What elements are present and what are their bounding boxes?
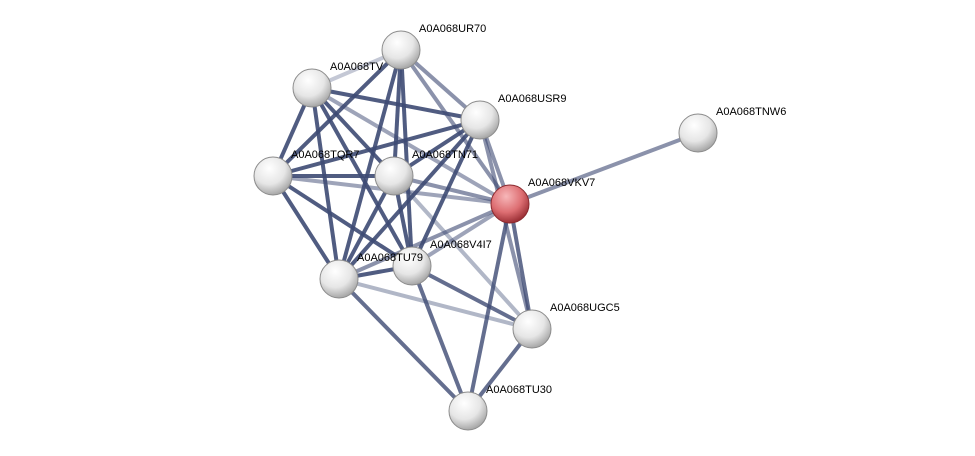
node-tnw6[interactable] bbox=[678, 113, 718, 153]
node-tv[interactable] bbox=[292, 68, 332, 108]
edge-tn71-vkv7[interactable] bbox=[393, 174, 511, 206]
edge-tqr7-tu79[interactable] bbox=[271, 174, 341, 281]
node-tu79[interactable] bbox=[319, 259, 359, 299]
edge-tqr7-v4i7[interactable] bbox=[271, 174, 414, 268]
node-ur70[interactable] bbox=[381, 30, 421, 70]
node-label-tqr7: A0A068TQR7 bbox=[291, 149, 359, 161]
edge-tv-tn71[interactable] bbox=[310, 86, 396, 178]
edge-ur70-v4i7[interactable] bbox=[399, 49, 414, 267]
edge-usr9-tu79[interactable] bbox=[337, 118, 482, 281]
node-label-tnw6: A0A068TNW6 bbox=[716, 106, 786, 118]
node-label-ur70: A0A068UR70 bbox=[419, 23, 486, 35]
node-usr9[interactable] bbox=[460, 100, 500, 140]
edge-v4i7-ugc5[interactable] bbox=[411, 264, 533, 331]
node-label-tv: A0A068TV bbox=[330, 61, 384, 73]
labels-layer: A0A068UR70A0A068USR9A0A068TNW6A0A068TQR7… bbox=[291, 23, 786, 396]
edge-tv-usr9[interactable] bbox=[311, 86, 481, 122]
edge-vkv7-tnw6[interactable] bbox=[509, 131, 699, 206]
node-tu30[interactable] bbox=[448, 391, 488, 431]
node-label-tu79: A0A068TU79 bbox=[357, 252, 423, 264]
nodes-layer bbox=[253, 30, 718, 431]
edge-tu79-ugc5[interactable] bbox=[338, 277, 533, 331]
node-label-tn71: A0A068TN71 bbox=[412, 149, 478, 161]
edge-tu79-tu30[interactable] bbox=[337, 277, 470, 413]
edge-tv-vkv7[interactable] bbox=[310, 86, 512, 206]
node-tn71[interactable] bbox=[374, 156, 414, 196]
node-label-usr9: A0A068USR9 bbox=[498, 93, 567, 105]
node-label-tu30: A0A068TU30 bbox=[486, 384, 552, 396]
node-vkv7[interactable] bbox=[490, 184, 530, 224]
node-label-ugc5: A0A068UGC5 bbox=[550, 302, 620, 314]
edge-ur70-tu79[interactable] bbox=[337, 49, 403, 280]
edge-vkv7-ugc5[interactable] bbox=[508, 203, 534, 330]
edge-usr9-tqr7[interactable] bbox=[272, 118, 481, 178]
node-tqr7[interactable] bbox=[253, 156, 293, 196]
edge-vkv7-tu79[interactable] bbox=[338, 202, 511, 281]
node-v4i7[interactable] bbox=[392, 246, 432, 286]
node-label-v4i7: A0A068V4I7 bbox=[430, 239, 492, 251]
edge-ur70-tn71[interactable] bbox=[392, 49, 403, 177]
edge-v4i7-tu30[interactable] bbox=[410, 265, 470, 412]
labels-under-layer: A0A068TV bbox=[330, 61, 384, 73]
node-ugc5[interactable] bbox=[512, 309, 552, 349]
node-label-vkv7: A0A068VKV7 bbox=[528, 177, 595, 189]
edge-tn71-ugc5[interactable] bbox=[392, 174, 534, 331]
